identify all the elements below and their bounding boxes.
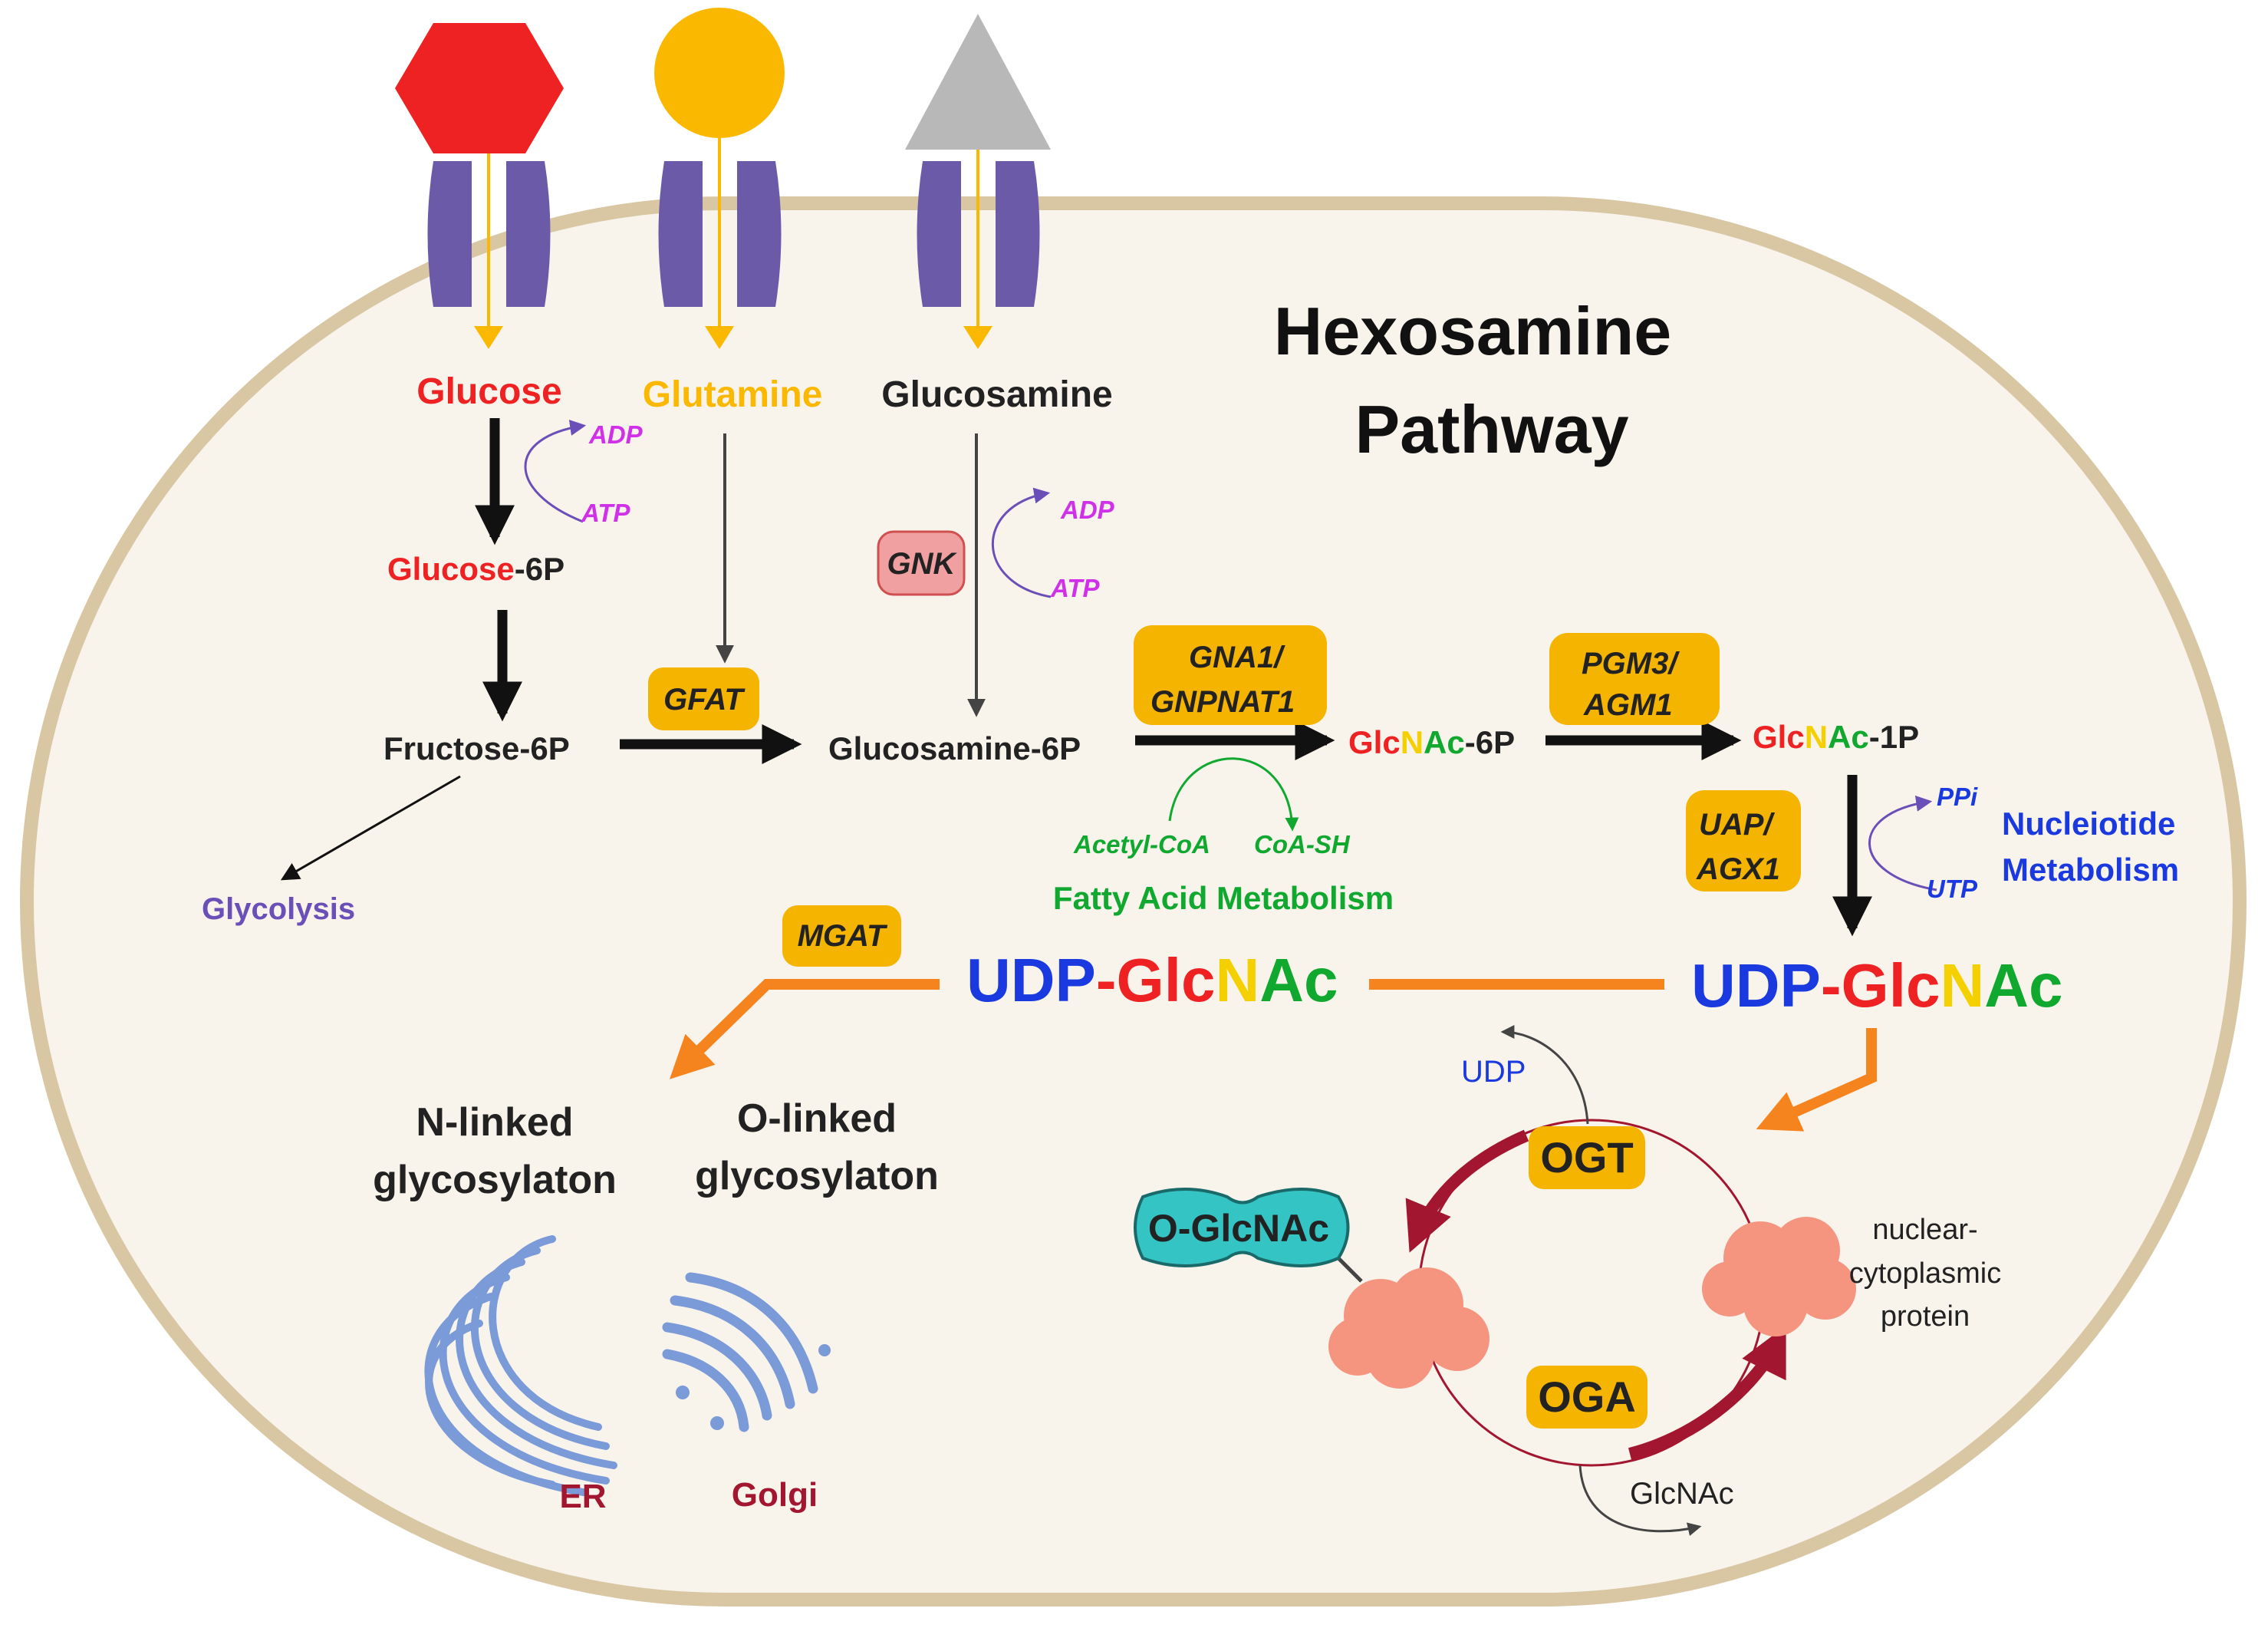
nucleotide-metabolism-line1: Nucleiotide	[2002, 806, 2175, 842]
enzyme-ogt-label: OGT	[1540, 1133, 1633, 1181]
fructose-6p-label: Fructose-6P	[383, 730, 570, 766]
arrow-to-n-linked	[669, 979, 940, 1079]
glcnac-release-arrow	[1578, 1465, 1702, 1537]
golgi-organelle-icon	[662, 1272, 831, 1432]
enzyme-gfat-label: GFAT	[663, 683, 746, 717]
acetyl-coa-cycle-arrow	[1168, 757, 1299, 832]
atp-adp-cycle-arrow-1	[524, 420, 587, 523]
glucose-label: Glucose	[416, 371, 561, 412]
enzyme-oga-label: OGA	[1538, 1373, 1636, 1421]
o-glcnac-label: O-GlcNAc	[1148, 1207, 1329, 1250]
er-label: ER	[559, 1478, 606, 1515]
udp-out-label: UDP	[1461, 1055, 1526, 1089]
glutamine-label: Glutamine	[643, 374, 823, 415]
glucosamine-label: Glucosamine	[881, 374, 1112, 415]
glucosamine-6p-label: Glucosamine-6P	[828, 730, 1081, 766]
enzyme-uap-box	[1686, 790, 1801, 891]
glucose-transporter-icon	[427, 153, 551, 349]
protein-label-line1: nuclear-	[1872, 1214, 1977, 1246]
enzyme-gnk-box	[877, 530, 966, 596]
modified-protein-icon	[1328, 1267, 1490, 1389]
o-glcnac-link	[1337, 1257, 1363, 1283]
enzyme-gna1-box	[1134, 625, 1327, 725]
glucose-6p-label: Glucose-6P	[387, 551, 565, 587]
golgi-label: Golgi	[732, 1476, 818, 1514]
enzyme-uap-label-line1: UAP/	[1699, 808, 1775, 842]
diagram-title-line2: Pathway	[1355, 391, 1628, 467]
enzyme-gna1-label-line1: GNA1/	[1189, 641, 1285, 674]
protein-label-line3: protein	[1881, 1300, 1970, 1333]
glucose-hexagon-icon	[395, 23, 564, 153]
enzyme-pgm3-label-line2: AGM1	[1583, 688, 1673, 722]
glutamine-circle-icon	[654, 8, 785, 138]
atp-adp-cycle-arrow-2	[991, 487, 1052, 598]
atp-label-2: ATP	[1050, 574, 1101, 602]
diagram-title-line1: Hexosamine	[1274, 293, 1671, 369]
o-linked-line2: glycosylaton	[695, 1154, 939, 1198]
er-organelle-icon	[424, 1235, 617, 1496]
o-linked-line1: O-linked	[737, 1096, 897, 1141]
enzyme-pgm3-box	[1549, 633, 1720, 725]
glycolysis-label: Glycolysis	[202, 892, 355, 926]
enzyme-gna1-label-line2: GNPNAT1	[1150, 685, 1295, 719]
ogt-arrow	[1405, 1129, 1529, 1253]
utp-ppi-cycle-arrow	[1868, 795, 1937, 891]
nucleotide-metabolism-line2: Metabolism	[2002, 852, 2179, 888]
enzyme-pgm3-label-line1: PGM3/	[1582, 647, 1680, 681]
enzyme-ogt-box	[1529, 1126, 1645, 1189]
enzyme-gfat-box	[648, 667, 759, 730]
fatty-acid-metabolism-label: Fatty Acid Metabolism	[1053, 880, 1394, 916]
glcnac-out-label: GlcNAc	[1630, 1477, 1734, 1511]
n-linked-line1: N-linked	[416, 1100, 573, 1145]
cell-membrane	[20, 196, 2247, 1607]
adp-label-1: ADP	[588, 420, 644, 449]
udp-glcnac-right: UDP-GlcNAc	[1691, 951, 2063, 1020]
unmodified-protein-icon	[1702, 1217, 1856, 1336]
glcnac-6p-label: GlcNAc-6P	[1348, 724, 1515, 760]
glutamine-transporter-icon	[658, 138, 782, 349]
acetyl-coa-label: Acetyl-CoA	[1073, 830, 1210, 858]
atp-label-1: ATP	[581, 499, 631, 527]
enzyme-mgat-box	[782, 905, 901, 967]
utp-label: UTP	[1927, 875, 1978, 903]
enzyme-mgat-label: MGAT	[798, 919, 888, 953]
arrow-to-glycolysis	[280, 775, 461, 881]
adp-label-2: ADP	[1060, 496, 1115, 524]
protein-label-line2: cytoplasmic	[1849, 1257, 2002, 1290]
n-linked-line2: glycosylaton	[373, 1158, 617, 1202]
udp-release-arrow	[1500, 1025, 1589, 1125]
glucosamine-transporter-icon	[917, 150, 1040, 349]
enzyme-oga-box	[1526, 1366, 1648, 1429]
enzyme-uap-label-line2: AGX1	[1696, 852, 1780, 886]
enzyme-gnk-label: GNK	[887, 547, 958, 581]
ppi-label: PPi	[1937, 783, 1978, 811]
glucosamine-triangle-icon	[905, 14, 1051, 150]
arrow-to-ogt-cycle	[1756, 1028, 1877, 1132]
o-glcnac-tag-icon	[1134, 1188, 1350, 1267]
oga-arrow	[1628, 1325, 1786, 1460]
coa-sh-label: CoA-SH	[1254, 830, 1351, 858]
glcnac-1p-label: GlcNAc-1P	[1753, 719, 1919, 755]
udp-glcnac-center: UDP-GlcNAc	[966, 946, 1338, 1014]
